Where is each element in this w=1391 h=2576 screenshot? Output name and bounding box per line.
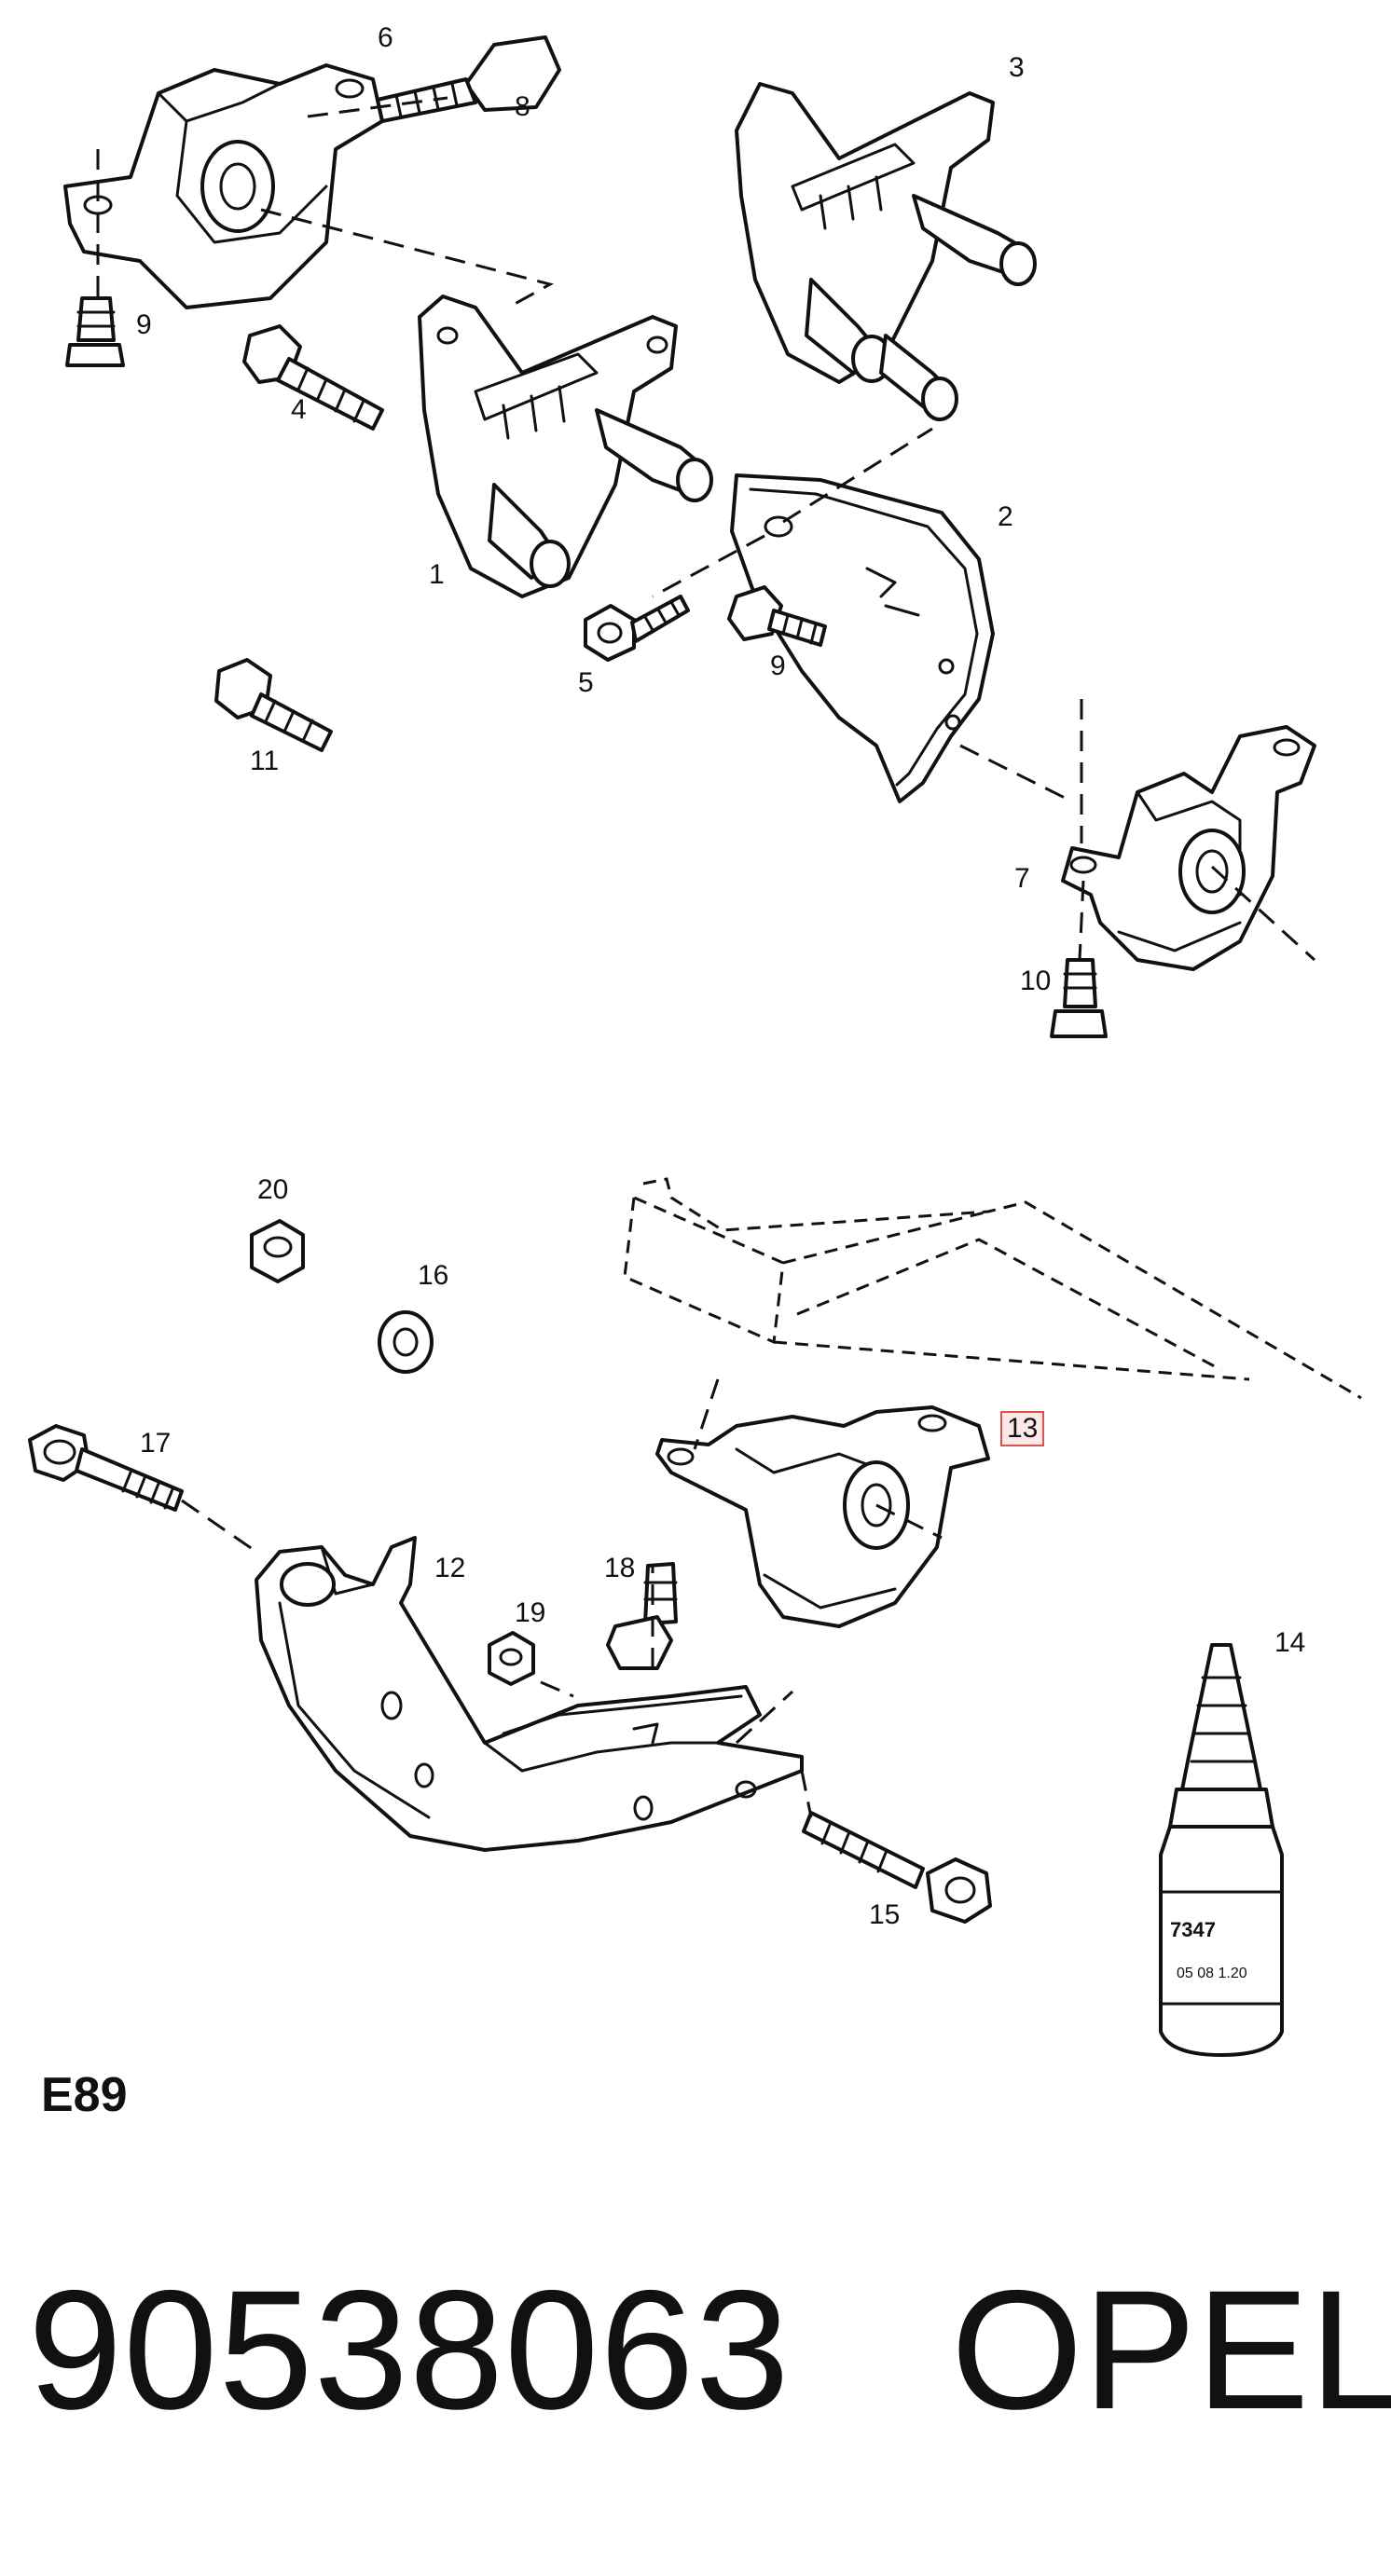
callout-20: 20 [257,1174,289,1205]
callout-12: 12 [434,1553,466,1583]
part-14-threadlocker-bottle: 7347 05 08 1.20 [1159,1643,1284,2057]
part-6-engine-mount [63,63,384,309]
callout-14: 14 [1274,1627,1306,1658]
callout-2: 2 [998,501,1013,532]
part-4-bolt [242,324,384,431]
callout-1: 1 [429,559,445,590]
part-10-screw [1050,958,1108,1038]
part-13-transmission-mount [655,1405,990,1628]
part-3-bracket [735,82,1037,421]
callout-13-highlighted[interactable]: 13 [1000,1411,1045,1446]
callout-9-top: 9 [136,309,152,340]
part-number: 90538063 [28,2254,791,2445]
part-19-nut [488,1631,535,1686]
svg-text:05 08 1.20: 05 08 1.20 [1177,1966,1247,1981]
callout-11: 11 [250,746,280,776]
callout-15: 15 [869,1899,901,1930]
callout-17: 17 [140,1428,172,1459]
callout-6: 6 [378,22,393,53]
callout-10: 10 [1020,966,1052,996]
part-1-bracket [418,295,713,598]
leader-lines-lower [181,1378,943,1818]
leader-lines-upper [96,96,1316,962]
part-11-bolt [214,658,333,752]
part-7-engine-mount [1061,725,1316,971]
part-9-screw-top [65,296,125,367]
part-12-support-bracket [255,1536,804,1852]
svg-text:7347: 7347 [1170,1918,1216,1941]
part-5-screw [584,595,690,662]
callout-8: 8 [515,91,530,122]
callout-9-middle: 9 [770,651,786,681]
part-8-bolt [376,35,561,123]
callout-16: 16 [418,1260,449,1291]
part-16-washer [378,1310,434,1374]
brand-name: OPEL [951,2254,1391,2445]
part-20-nut [250,1219,305,1283]
callout-5: 5 [578,667,594,698]
callout-19: 19 [515,1597,546,1628]
callout-3: 3 [1009,52,1025,83]
part-2-plate [730,473,995,803]
part-15-bolt [802,1811,992,1924]
part-17-bolt [28,1424,184,1512]
part-18-screw [606,1562,678,1670]
page-code: E89 [41,2068,128,2122]
part-9-bolt-middle [727,585,827,647]
callout-4: 4 [291,394,307,425]
callout-18: 18 [604,1553,636,1583]
callout-7: 7 [1014,863,1030,894]
vehicle-body-outline [623,1177,1362,1400]
